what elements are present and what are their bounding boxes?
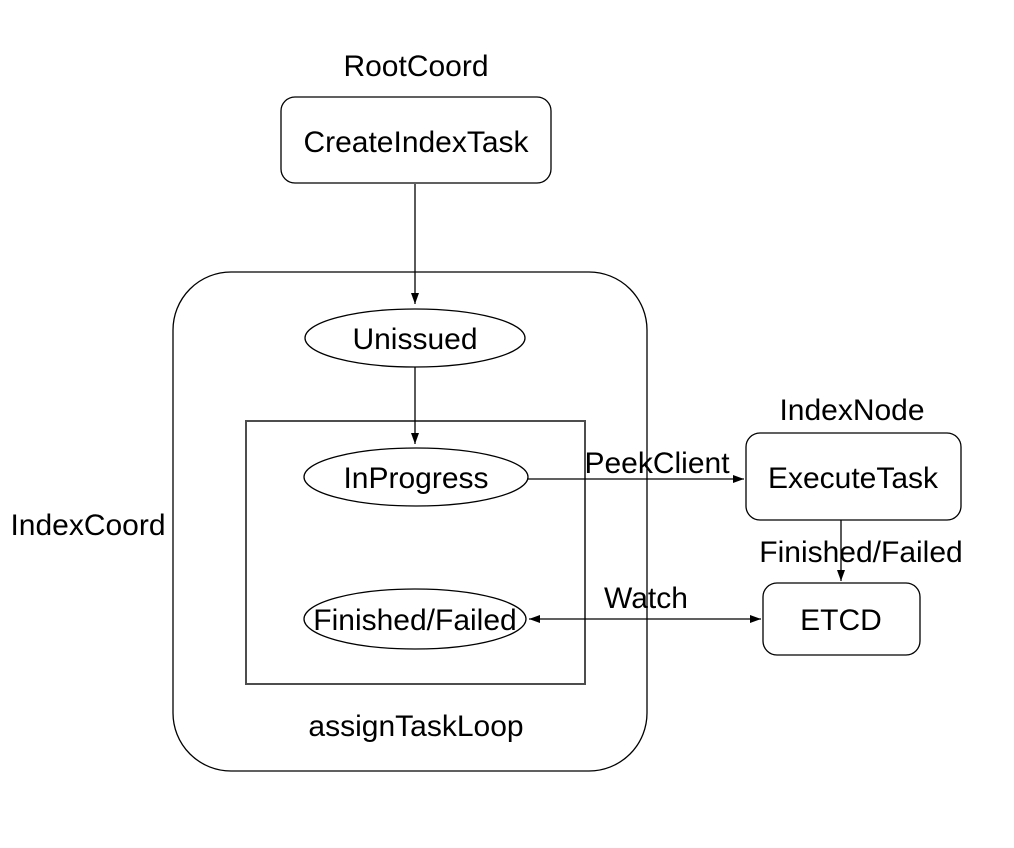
node-create-index-task xyxy=(280,96,552,184)
create-index-task-label: CreateIndexTask xyxy=(303,126,529,159)
unissued-label: Unissued xyxy=(352,323,477,356)
node-etcd xyxy=(762,582,921,656)
node-execute-task xyxy=(745,432,962,521)
assign-task-loop-label: assignTaskLoop xyxy=(308,710,523,743)
peek-client-edge-label: PeekClient xyxy=(584,447,730,480)
indexcoord-container xyxy=(172,271,648,772)
node-unissued xyxy=(304,308,526,368)
etcd-label: ETCD xyxy=(800,604,882,637)
indexcoord-group-label: IndexCoord xyxy=(10,509,165,542)
execute-task-label: ExecuteTask xyxy=(768,462,939,495)
in-progress-label: InProgress xyxy=(343,462,488,495)
watch-edge-label: Watch xyxy=(604,582,688,615)
indexnode-group-label: IndexNode xyxy=(779,394,924,427)
finished-failed-state-label: Finished/Failed xyxy=(313,604,516,637)
rootcoord-group-label: RootCoord xyxy=(343,50,488,83)
node-in-progress xyxy=(303,447,529,507)
finished-failed-edge-label: Finished/Failed xyxy=(759,536,962,569)
node-finished-failed-state xyxy=(303,588,527,650)
